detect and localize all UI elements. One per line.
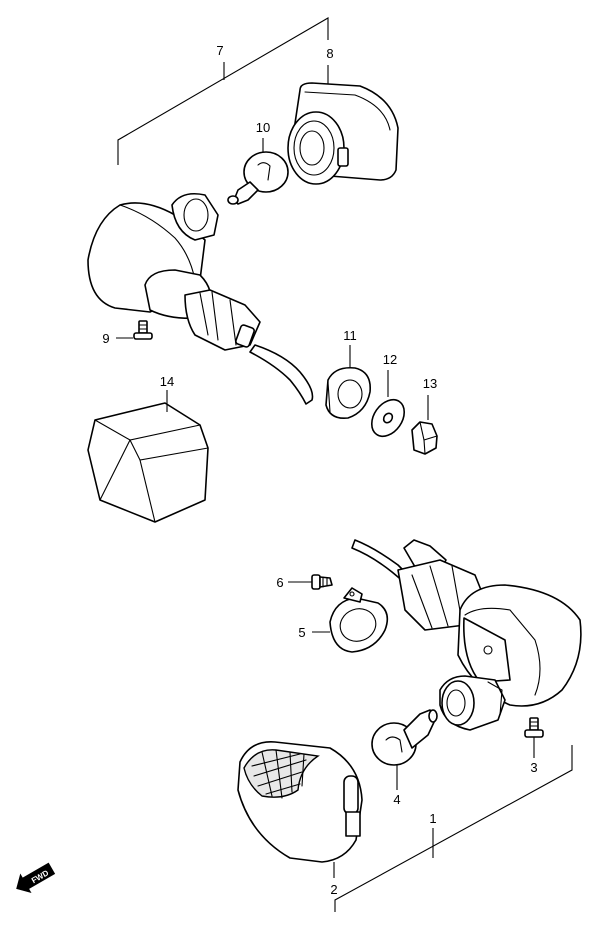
fwd-arrow: FWD xyxy=(16,862,56,893)
cover-part-14 xyxy=(87,390,209,523)
bracket-1 xyxy=(334,745,573,912)
callout-3: 3 xyxy=(530,760,537,775)
screw-part-9 xyxy=(116,320,153,340)
callout-10: 10 xyxy=(256,120,270,135)
callout-13: 13 xyxy=(423,376,437,391)
callout-11: 11 xyxy=(343,328,357,343)
callout-5: 5 xyxy=(298,625,305,640)
callout-4: 4 xyxy=(393,792,400,807)
lower-lens-part-2 xyxy=(237,741,363,878)
bracket-7 xyxy=(117,17,329,165)
upper-bulb-part-10 xyxy=(227,138,289,205)
callout-2: 2 xyxy=(330,882,337,897)
upper-housing xyxy=(87,192,314,405)
callout-6: 6 xyxy=(276,575,283,590)
callout-14: 14 xyxy=(160,374,174,389)
lower-housing xyxy=(351,539,582,707)
seal-part-5 xyxy=(312,587,389,653)
nut-part-13 xyxy=(411,395,438,455)
screw-part-3 xyxy=(524,717,544,758)
callout-7: 7 xyxy=(216,43,223,58)
lower-socket xyxy=(439,675,506,731)
washer-part-12 xyxy=(370,370,406,438)
lower-bulb-part-4 xyxy=(371,709,438,790)
callout-9: 9 xyxy=(102,331,109,346)
callout-12: 12 xyxy=(383,352,397,367)
callout-8: 8 xyxy=(326,46,333,61)
grommet-part-11 xyxy=(325,345,372,420)
screw-part-6 xyxy=(288,574,333,590)
upper-lens-part-8 xyxy=(287,65,399,185)
callout-1: 1 xyxy=(429,811,436,826)
